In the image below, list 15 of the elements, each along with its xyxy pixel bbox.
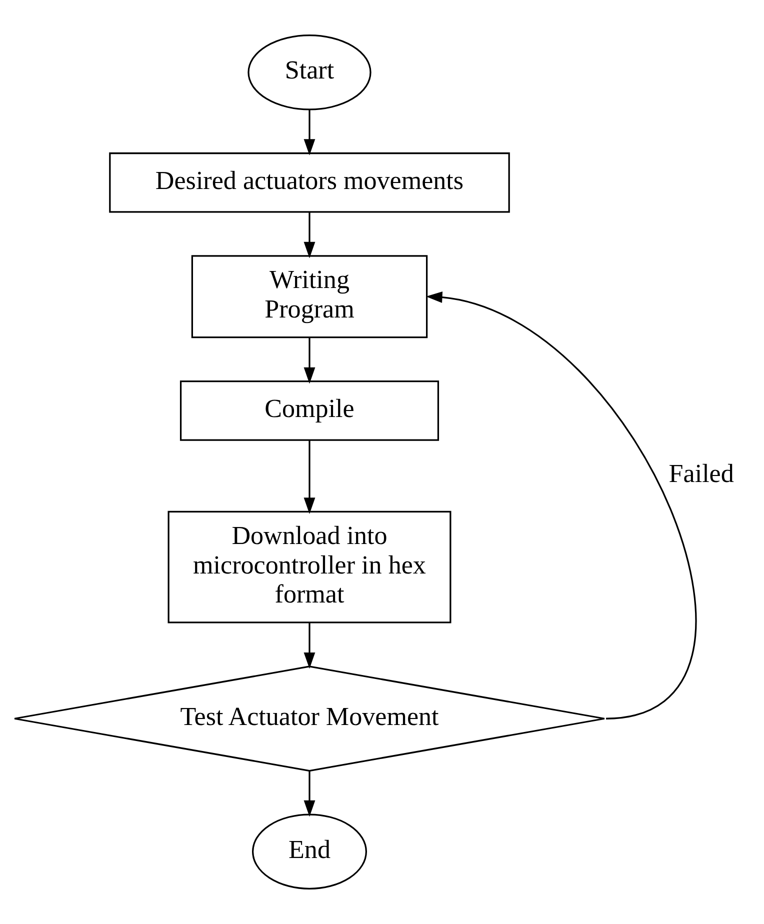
node-box: Writing Program bbox=[191, 255, 428, 338]
arrow bbox=[304, 110, 316, 156]
arrow bbox=[304, 770, 316, 817]
arrow bbox=[304, 622, 316, 669]
arrow bbox=[304, 338, 316, 384]
node-box: Download into microcontroller in hex format bbox=[168, 510, 452, 624]
node-ellipse: Start bbox=[248, 34, 372, 110]
node-diamond: Test Actuator Movement bbox=[14, 666, 606, 772]
node-ellipse: End bbox=[252, 814, 367, 890]
arrow bbox=[304, 212, 316, 258]
node-box: Desired actuators movements bbox=[109, 152, 510, 213]
node-box: Compile bbox=[180, 380, 440, 441]
arrow bbox=[426, 292, 696, 720]
arrow bbox=[304, 440, 316, 514]
edge-label: Failed bbox=[668, 459, 734, 488]
